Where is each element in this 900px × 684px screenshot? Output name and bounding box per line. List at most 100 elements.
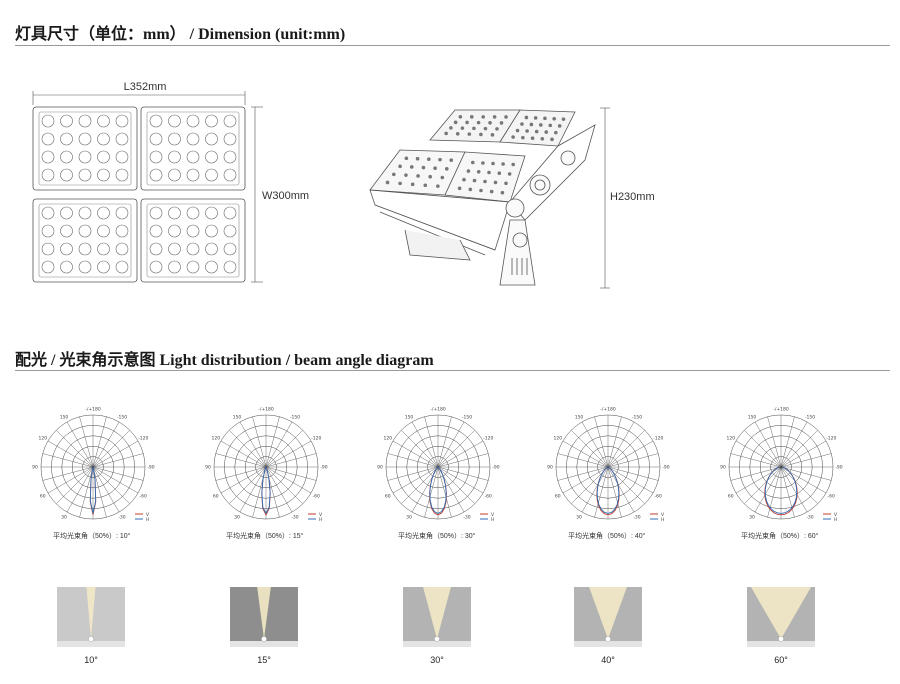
led-lens [60, 206, 73, 220]
led-lens [149, 114, 163, 128]
polar-angle-label: 90 [720, 465, 726, 471]
led-lens [97, 242, 110, 256]
led-lens [78, 150, 92, 164]
svg-text:V: V [319, 512, 323, 518]
polar-angle-label: -120 [826, 436, 836, 442]
led-lens [186, 132, 200, 146]
led-lens [149, 224, 163, 238]
led-lens [78, 132, 92, 146]
led-lens [149, 132, 163, 146]
led-dot [534, 129, 539, 134]
led-dot [428, 174, 432, 179]
polar-angle-label: -150 [632, 414, 642, 420]
led-lens [97, 260, 110, 274]
polar-angle-label: 60 [728, 494, 734, 500]
led-dot [415, 156, 420, 161]
led-dot [495, 127, 499, 131]
polar-angle-label: -90 [662, 465, 669, 471]
led-lens [97, 168, 110, 182]
led-lens [149, 150, 163, 164]
led-lens [78, 114, 92, 128]
led-dot [504, 115, 508, 119]
led-lens [149, 242, 163, 256]
led-dot [487, 170, 491, 175]
light-source-icon [434, 636, 440, 642]
led-dot [543, 116, 547, 121]
svg-text:H: H [661, 517, 664, 523]
front-view-drawing: L352mm W300mm [32, 81, 309, 283]
led-lens [78, 224, 92, 238]
led-lens [168, 168, 181, 182]
polar-curve [261, 466, 271, 515]
led-lens [41, 260, 55, 274]
led-dot [492, 115, 497, 119]
led-dot [533, 116, 538, 120]
led-dot [525, 129, 529, 133]
polar-angle-label: 120 [553, 436, 562, 442]
led-lens [97, 132, 110, 146]
led-lens [205, 260, 218, 274]
led-dot [497, 171, 502, 175]
led-dot [493, 180, 498, 185]
polar-angle-label: 30 [576, 515, 582, 521]
beam-angle-label: 30° [430, 655, 444, 665]
polar-angle-label: 60 [385, 494, 391, 500]
polar-angle-label: -150 [805, 414, 815, 420]
svg-text:H: H [146, 517, 149, 523]
polar-angle-label: 60 [40, 494, 46, 500]
polar-angle-label: 150 [60, 414, 69, 420]
led-lens [168, 150, 181, 164]
polar-angle-label: -/+180 [258, 407, 274, 413]
led-dot [398, 181, 402, 186]
led-dot [499, 121, 504, 125]
led-dot [515, 128, 520, 133]
led-dot [466, 169, 471, 173]
led-dot [455, 131, 460, 136]
polar-angle-label: 30 [61, 515, 67, 521]
led-dot [479, 132, 483, 137]
led-dot [385, 180, 390, 185]
led-dot [465, 120, 469, 125]
led-dot [433, 166, 437, 170]
light-cone [86, 587, 96, 639]
led-lens [97, 224, 110, 238]
led-dot [416, 174, 420, 178]
led-dot [539, 123, 543, 127]
svg-text:H: H [491, 517, 494, 523]
led-lens [97, 114, 110, 128]
polar-angle-label: -30 [633, 515, 640, 521]
polar-angle-label: -90 [492, 465, 499, 471]
led-lens [223, 132, 237, 146]
led-dot [491, 161, 495, 166]
led-lens [168, 132, 181, 146]
led-dot [440, 175, 445, 180]
dimension-section-rule [15, 45, 890, 46]
led-dot [489, 189, 494, 194]
led-lens [186, 150, 200, 164]
polar-angle-label: -150 [117, 414, 127, 420]
polar-curve [596, 466, 620, 514]
led-lens [60, 114, 73, 128]
polar-angle-label: -30 [463, 515, 470, 521]
polar-angle-label: -60 [828, 494, 835, 500]
polar-angle-label: -120 [483, 436, 493, 442]
led-lens [223, 168, 237, 182]
svg-text:V: V [834, 512, 838, 518]
led-lens [60, 168, 73, 182]
led-lens [115, 260, 129, 274]
led-dot [427, 157, 431, 161]
led-lens [168, 206, 181, 220]
polar-legend: VH [135, 512, 150, 523]
led-lens [223, 260, 237, 274]
led-dot [444, 131, 448, 136]
polar-angle-label: -/+180 [85, 407, 101, 413]
polar-angle-label: -30 [291, 515, 298, 521]
led-lens [205, 206, 218, 220]
led-lens [186, 260, 200, 274]
polar-angle-label: -90 [835, 465, 842, 471]
beam-angle-caption: 平均光束角（50%）: 30° [398, 533, 476, 540]
polar-angle-label: 60 [555, 494, 561, 500]
led-lens [41, 242, 55, 256]
led-lens [78, 206, 92, 220]
